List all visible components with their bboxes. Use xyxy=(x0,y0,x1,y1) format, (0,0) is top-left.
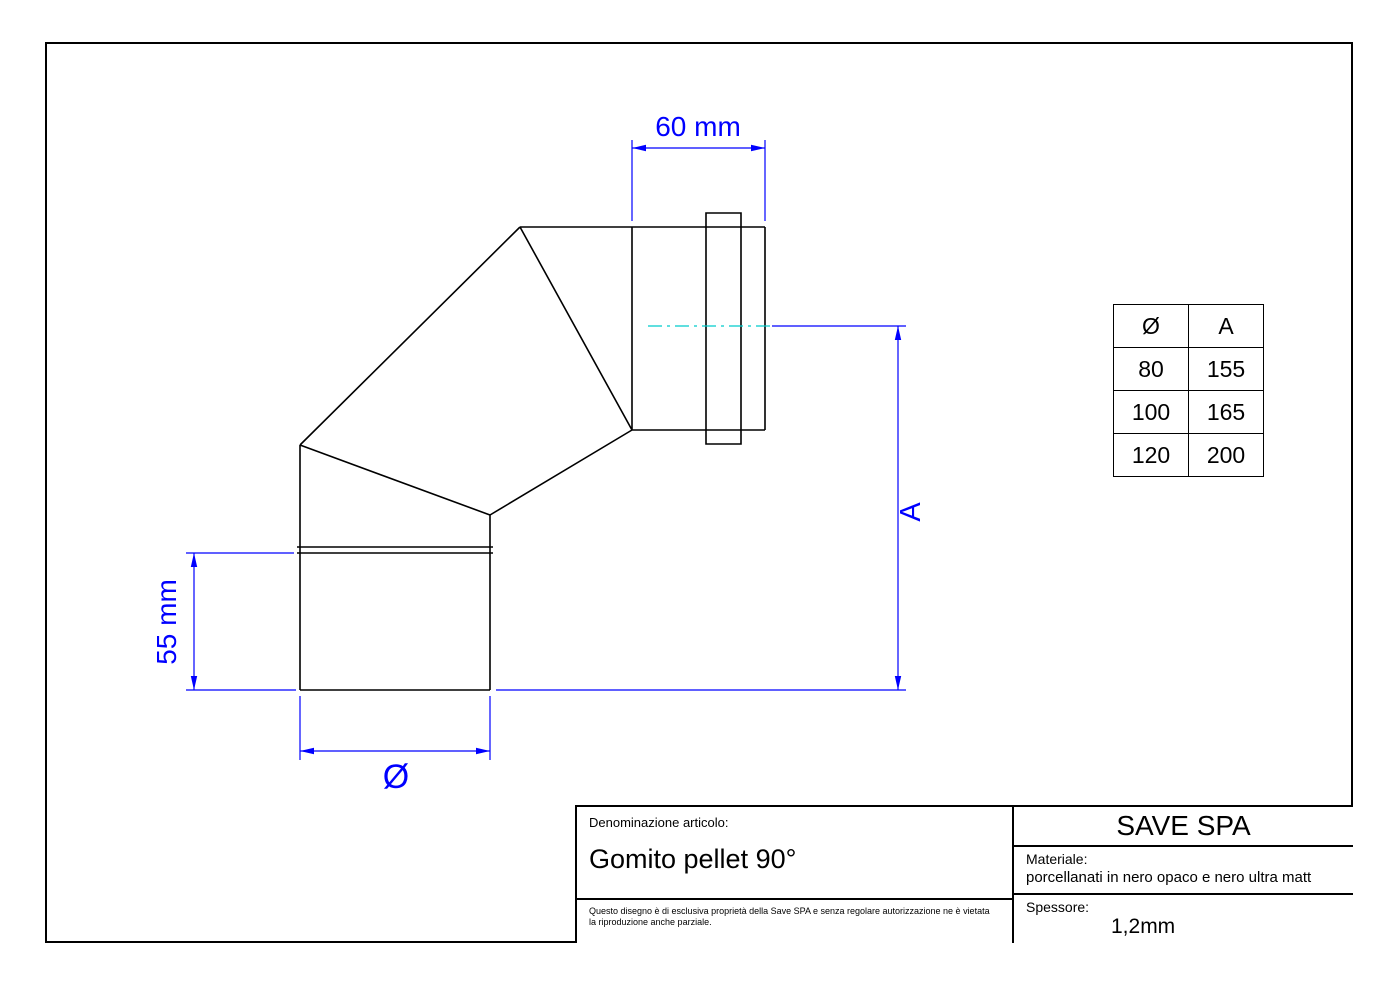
table-cell-a: 200 xyxy=(1188,433,1264,477)
table-cell-diameter: 100 xyxy=(1113,390,1189,434)
table-row: 80 155 xyxy=(1113,347,1264,391)
denomination-label: Denominazione articolo: xyxy=(589,815,729,830)
elbow-outline xyxy=(297,212,766,691)
thickness-label: Spessore: xyxy=(1026,899,1090,915)
table-row: 120 200 xyxy=(1113,433,1264,477)
table-cell-a: 165 xyxy=(1188,390,1264,434)
dim-left-label: 55 mm xyxy=(151,579,182,665)
table-cell-a: 155 xyxy=(1188,347,1264,391)
size-table-header-a: A xyxy=(1188,304,1264,348)
material-value: porcellanati in nero opaco e nero ultra … xyxy=(1026,869,1312,887)
table-cell-diameter: 80 xyxy=(1113,347,1189,391)
disclaimer-line-1: Questo disegno è di esclusiva proprietà … xyxy=(589,906,990,916)
disclaimer-cell: Questo disegno è di esclusiva proprietà … xyxy=(577,898,1012,943)
size-table-header-row: Ø A xyxy=(1113,304,1264,348)
material-label: Materiale: xyxy=(1026,851,1088,868)
dim-top-label: 60 mm xyxy=(655,111,741,142)
table-cell-diameter: 120 xyxy=(1113,433,1189,477)
disclaimer-line-2: la riproduzione anche parziale. xyxy=(589,917,712,927)
table-row: 100 165 xyxy=(1113,390,1264,434)
denomination-cell: Denominazione articolo: Gomito pellet 90… xyxy=(577,807,1012,898)
material-cell: Materiale: porcellanati in nero opaco e … xyxy=(1014,845,1353,893)
extension-lines xyxy=(186,140,906,760)
gasket-collar xyxy=(705,212,742,445)
thickness-cell: Spessore: 1,2mm xyxy=(1014,893,1353,943)
size-table-header-diameter: Ø xyxy=(1113,304,1189,348)
size-table: Ø A 80 155 100 165 120 200 xyxy=(1113,304,1264,477)
title-block: Denominazione articolo: Gomito pellet 90… xyxy=(575,805,1353,943)
dimension-lines xyxy=(186,140,906,760)
title-block-right: SAVE SPA Materiale: porcellanati in nero… xyxy=(1012,807,1353,943)
elbow-body-path xyxy=(299,226,766,691)
thickness-value: 1,2mm xyxy=(1111,915,1176,938)
dim-bottom-label: Ø xyxy=(383,758,409,796)
company-name: SAVE SPA xyxy=(1116,810,1251,842)
pipe-bead-lines xyxy=(297,546,493,554)
title-block-left: Denominazione articolo: Gomito pellet 90… xyxy=(577,807,1012,943)
dim-right-label: A xyxy=(895,502,927,522)
article-name: Gomito pellet 90° xyxy=(589,844,797,874)
dimension-labels: 60 mm A 55 mm Ø xyxy=(151,111,927,796)
